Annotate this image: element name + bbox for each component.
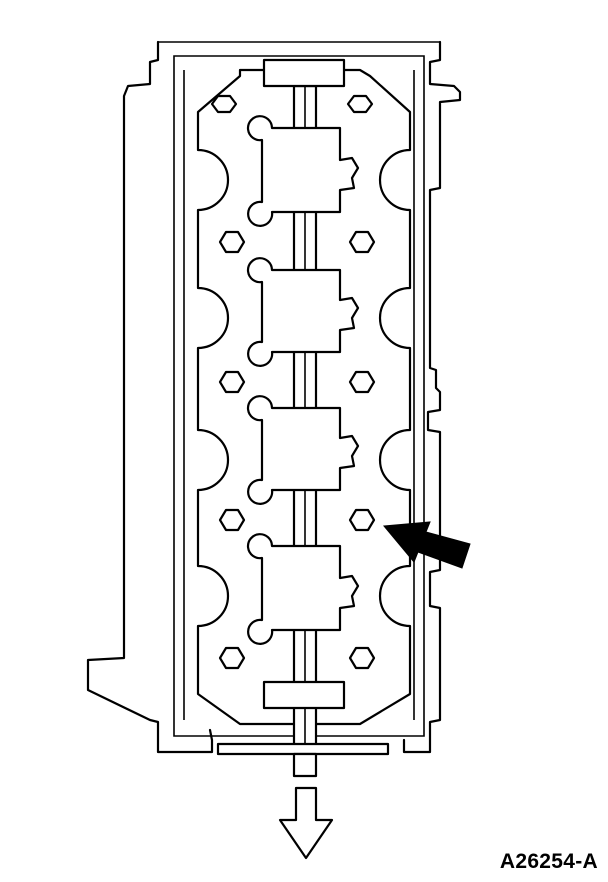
head-bolt-9 <box>218 646 246 670</box>
front-bearing-cap <box>262 58 346 88</box>
head-bolt-1 <box>210 94 238 114</box>
head-bolt-3 <box>218 230 246 254</box>
timing-plate <box>216 742 390 756</box>
head-bolt-5 <box>218 370 246 394</box>
head-bolt-10 <box>348 646 376 670</box>
camshaft-nose <box>292 752 318 778</box>
indicator-arrow <box>383 521 471 569</box>
head-bolt-8-indicated <box>348 508 376 532</box>
cylinder-head-casting <box>86 40 462 754</box>
head-bolt-6 <box>348 370 376 394</box>
bearing-cap-4 <box>246 533 360 645</box>
bearing-cap-2 <box>246 257 360 367</box>
head-bolts <box>210 94 376 670</box>
bearing-caps <box>246 115 360 645</box>
figure-id-label: A26254-A <box>499 850 598 873</box>
head-bolt-2 <box>346 94 374 114</box>
head-bolt-7 <box>218 508 246 532</box>
front-direction-arrow <box>278 786 334 860</box>
rear-bearing-cap <box>262 680 346 710</box>
head-bolt-4 <box>348 230 376 254</box>
bearing-cap-3 <box>246 395 360 505</box>
bearing-cap-1 <box>246 115 360 227</box>
